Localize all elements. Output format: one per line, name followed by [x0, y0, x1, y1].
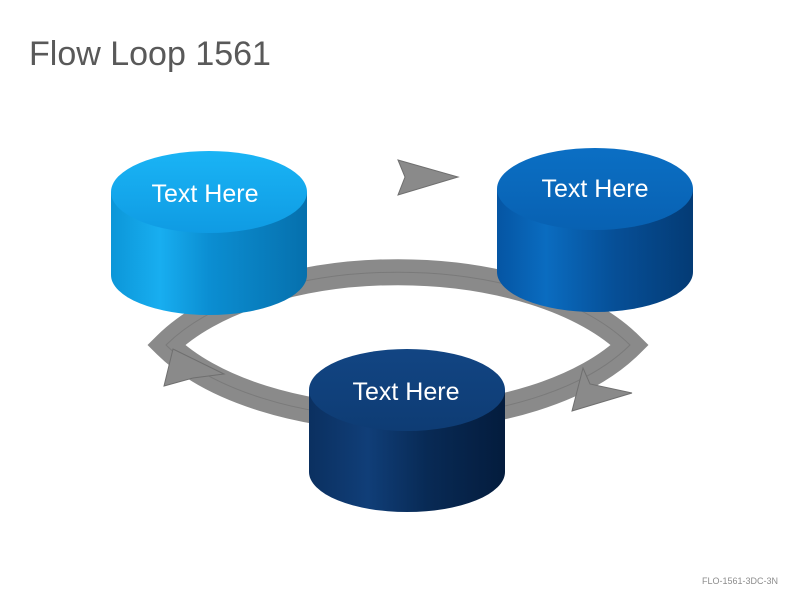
node-top-right-label: Text Here — [542, 175, 649, 203]
node-bottom-label: Text Here — [353, 378, 460, 406]
arrow-head-top — [397, 159, 460, 196]
node-top-left-label: Text Here — [152, 180, 259, 208]
node-bottom: Text Here — [309, 349, 505, 512]
page-title: Flow Loop 1561 — [29, 35, 271, 73]
node-top-left: Text Here — [111, 151, 307, 315]
arrow-head-left — [163, 348, 226, 387]
node-top-right: Text Here — [497, 148, 693, 312]
footer-code: FLO-1561-3DC-3N — [701, 576, 778, 586]
arrow-head-right — [571, 366, 633, 412]
